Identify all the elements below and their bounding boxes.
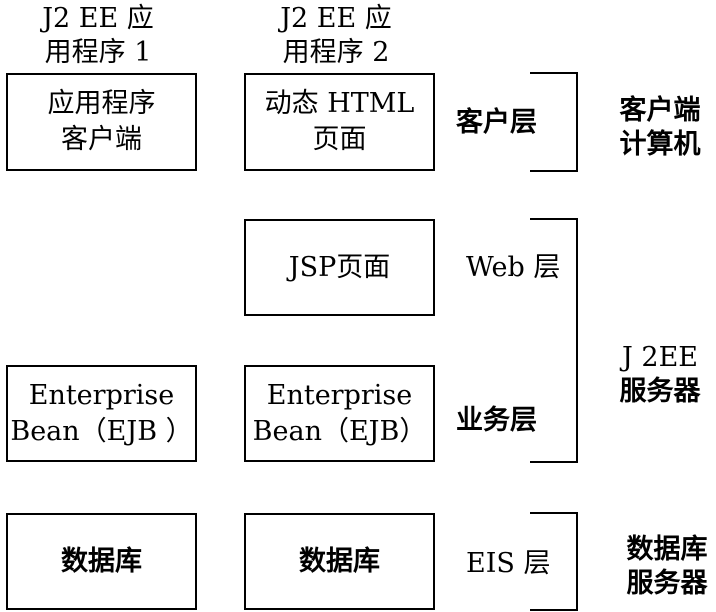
machine-client-line2: 计算机	[619, 129, 701, 160]
tier-label-web: Web 层	[466, 252, 561, 283]
dynamic-html-box: 动态 HTML 页面	[244, 73, 435, 171]
app2-header-line1: J2 EE 应	[280, 3, 392, 34]
tier-label-eis: EIS 层	[466, 548, 551, 579]
machine-label-j2ee: J 2EE 服务器	[610, 341, 710, 409]
db-left-line1: 数据库	[61, 545, 142, 577]
db-right-box: 数据库	[244, 513, 435, 610]
app2-header: J2 EE 应 用程序 2	[276, 2, 396, 70]
ejb-right-box: Enterprise Bean（EJB）	[244, 365, 435, 462]
j2ee-server-bracket	[530, 218, 578, 463]
tier-label-business: 业务层	[456, 405, 537, 436]
client-tier-bracket	[530, 72, 578, 172]
client-app-line1: 应用程序	[47, 88, 156, 119]
ejb-left-box: Enterprise Bean（EJB ）	[6, 365, 197, 462]
machine-label-db: 数据库 服务器	[618, 533, 716, 601]
tier-label-client: 客户层	[456, 107, 537, 138]
app1-header: J2 EE 应 用程序 1	[38, 2, 158, 70]
jsp-page-box: JSP页面	[244, 219, 435, 316]
machine-client-line1: 客户端	[619, 95, 701, 126]
machine-db-line2: 服务器	[626, 568, 708, 599]
client-app-box: 应用程序 客户端	[6, 73, 197, 171]
eis-tier-bracket	[530, 512, 578, 611]
machine-j2ee-line2: 服务器	[619, 376, 701, 407]
ejb-left-line1: Enterprise	[28, 379, 175, 411]
db-right-line1: 数据库	[299, 545, 380, 577]
dynamic-html-line1: 动态 HTML	[264, 88, 415, 119]
db-left-box: 数据库	[6, 513, 197, 610]
ejb-left-line2: Bean（EJB ）	[10, 415, 193, 447]
app2-header-line2: 用程序 2	[282, 37, 390, 68]
jsp-page-line1: JSP页面	[288, 251, 391, 283]
client-app-line2: 客户端	[61, 124, 142, 155]
app1-header-line2: 用程序 1	[44, 37, 152, 68]
ejb-right-line2: Bean（EJB）	[252, 415, 427, 447]
machine-db-line1: 数据库	[626, 534, 708, 565]
machine-label-client: 客户端 计算机	[610, 94, 710, 162]
ejb-right-line1: Enterprise	[266, 379, 413, 411]
dynamic-html-line2: 页面	[312, 124, 367, 155]
app1-header-line1: J2 EE 应	[42, 3, 154, 34]
machine-j2ee-line1: J 2EE	[621, 342, 698, 373]
